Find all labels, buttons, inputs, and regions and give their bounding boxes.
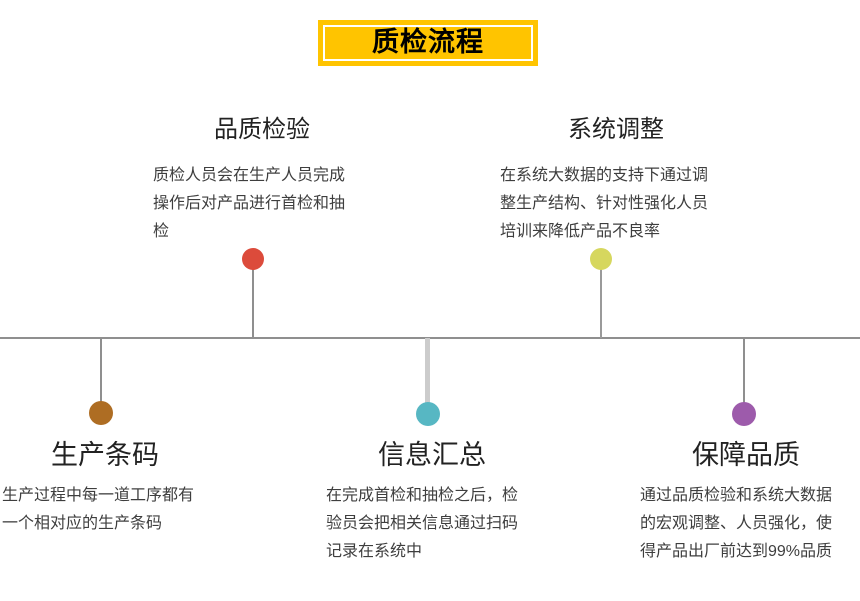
step-title-system-adjustment: 系统调整 [568,116,664,143]
step-title-info-summary: 信息汇总 [378,440,486,470]
step-system-adjustment: 系统调整 在系统大数据的支持下通过调 整生产结构、针对性强化人员 培训来降低产品… [500,112,732,246]
connector-quality-inspection [252,269,254,338]
connector-quality-assurance [743,338,745,403]
step-title-production-barcode: 生产条码 [51,440,159,470]
dot-production-barcode [89,401,113,425]
step-production-barcode: 生产条码 生产过程中每一道工序都有 一个相对应的生产条码 [2,436,208,538]
step-desc-production-barcode: 生产过程中每一道工序都有 一个相对应的生产条码 [2,487,195,532]
step-desc-system-adjustment: 在系统大数据的支持下通过调 整生产结构、针对性强化人员 培训来降低产品不良率 [500,167,709,240]
dot-system-adjustment [590,248,612,270]
step-desc-info-summary: 在完成首检和抽检之后，检 验员会把相关信息通过扫码 记录在系统中 [326,487,519,560]
step-desc-quality-inspection: 质检人员会在生产人员完成 操作后对产品进行首检和抽 检 [153,167,346,240]
step-title-quality-assurance: 保障品质 [692,440,800,470]
connector-info-summary [425,338,430,403]
page-title: 质检流程 [372,26,484,57]
page-title-border: 质检流程 [323,25,533,61]
step-quality-assurance: 保障品质 通过品质检验和系统大数据 的宏观调整、人员强化，使 得产品出厂前达到9… [640,436,852,566]
step-quality-inspection: 品质检验 质检人员会在生产人员完成 操作后对产品进行首检和抽 检 [153,112,371,246]
step-title-quality-inspection: 品质检验 [214,116,310,143]
timeline-line [0,337,860,339]
dot-quality-inspection [242,248,264,270]
connector-production-barcode [100,338,102,402]
connector-system-adjustment [600,269,602,338]
dot-info-summary [416,402,440,426]
step-info-summary: 信息汇总 在完成首检和抽检之后，检 验员会把相关信息通过扫码 记录在系统中 [326,436,538,566]
page-title-banner: 质检流程 [318,20,538,66]
dot-quality-assurance [732,402,756,426]
step-desc-quality-assurance: 通过品质检验和系统大数据 的宏观调整、人员强化，使 得产品出厂前达到99%品质 [640,487,833,560]
